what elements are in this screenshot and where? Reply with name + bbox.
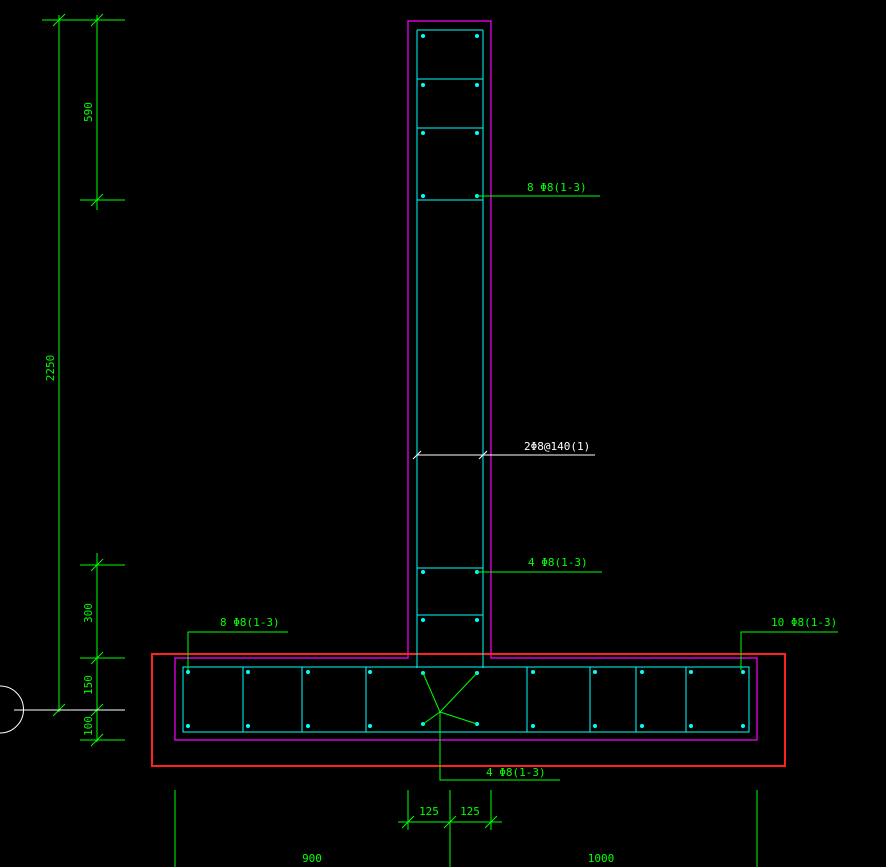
rebar-dot — [421, 83, 425, 87]
rebar-dot — [475, 34, 479, 38]
dim-2250: 2250 — [44, 355, 57, 382]
rebar-dot — [306, 670, 310, 674]
rebar-dot — [475, 83, 479, 87]
rebar-dot — [421, 34, 425, 38]
callout-labels: 8 Φ8(1-3) 4 Φ8(1-3) 8 Φ8(1-3) 10 Φ8(1-3)… — [220, 181, 837, 779]
callout-leaders — [187, 195, 838, 781]
concrete-outline — [174, 20, 758, 741]
rebar-dot — [421, 618, 425, 622]
rebar-dot — [741, 724, 745, 728]
rebar-dot — [246, 670, 250, 674]
dim-150: 150 — [82, 675, 95, 695]
rebar-dot — [368, 724, 372, 728]
dim-300: 300 — [82, 603, 95, 623]
rebar-dot — [186, 724, 190, 728]
rebar-dot — [421, 131, 425, 135]
horizontal-dimension-labels: 125 125 900 1000 — [302, 805, 614, 865]
rebar-dot — [640, 724, 644, 728]
rebar-dot — [593, 670, 597, 674]
column-reinforcement — [416, 29, 484, 668]
rebar-dot — [689, 670, 693, 674]
rebar-dot — [593, 724, 597, 728]
label-beam-right-bars[interactable]: 10 Φ8(1-3) — [771, 616, 837, 629]
dim-100: 100 — [82, 716, 95, 736]
label-beam-center-bars[interactable]: 4 Φ8(1-3) — [486, 766, 546, 779]
dim-1000: 1000 — [588, 852, 615, 865]
rebar-dot — [475, 618, 479, 622]
rebar-dot — [246, 724, 250, 728]
label-column-bottom-bars[interactable]: 4 Φ8(1-3) — [528, 556, 588, 569]
beam-reinforcement — [182, 666, 750, 733]
dim-900: 900 — [302, 852, 322, 865]
label-column-top-bars[interactable]: 8 Φ8(1-3) — [527, 181, 587, 194]
vertical-dimension-labels: 590 2250 300 150 100 — [44, 102, 95, 736]
rebar-dot — [421, 194, 425, 198]
section-outlines — [151, 20, 786, 767]
rebar-dot — [421, 570, 425, 574]
rebar-dots — [186, 34, 745, 728]
stirrup-leader — [412, 450, 595, 460]
rebar-dot — [531, 724, 535, 728]
section-marker — [0, 685, 125, 734]
selection-box — [151, 653, 786, 767]
label-stirrup[interactable]: 2Φ8@140(1) — [524, 440, 590, 453]
rebar-dot — [640, 670, 644, 674]
rebar-dot — [306, 724, 310, 728]
rebar-dot — [368, 670, 372, 674]
label-beam-left-bars[interactable]: 8 Φ8(1-3) — [220, 616, 280, 629]
dim-125-left: 125 — [419, 805, 439, 818]
dim-590: 590 — [82, 102, 95, 122]
rebar-dot — [531, 670, 535, 674]
rebar-dot — [741, 670, 745, 674]
horizontal-dimensions — [174, 790, 758, 867]
rebar-dot — [475, 131, 479, 135]
rebar-dot — [689, 724, 693, 728]
dim-125-right: 125 — [460, 805, 480, 818]
rebar-dot — [186, 670, 190, 674]
